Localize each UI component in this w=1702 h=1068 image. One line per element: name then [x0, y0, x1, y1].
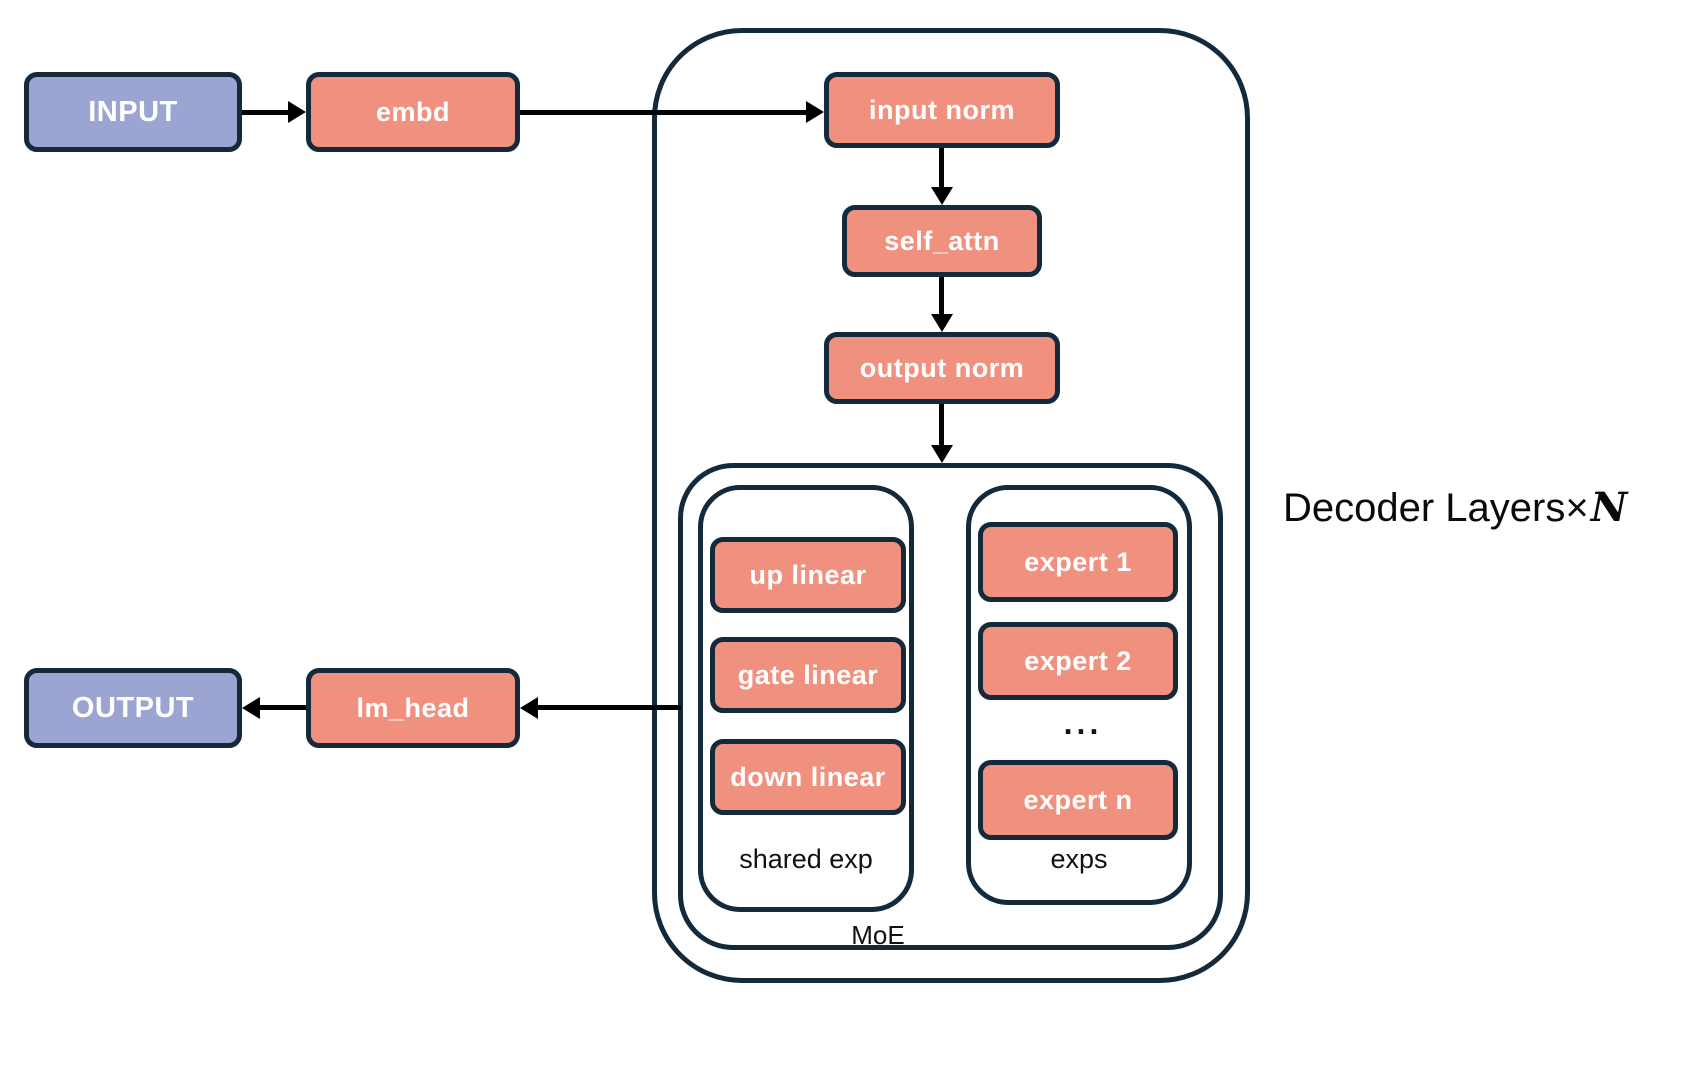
decoder-layers-container — [652, 28, 1250, 983]
expert-n-node: expert n — [978, 760, 1178, 840]
moe-label: MoE — [851, 920, 905, 950]
gate-linear-node: gate linear — [710, 637, 906, 713]
arrow-self-attn-to-output-norm-head — [931, 314, 953, 332]
self-attn-node: self_attn — [842, 205, 1042, 277]
output-node: OUTPUT — [24, 668, 242, 748]
exps-label: exps — [1050, 844, 1108, 874]
arrow-input-to-embd-head — [288, 101, 306, 123]
decoder-layers-n-variable: N — [1590, 484, 1628, 531]
expert-2-node: expert 2 — [978, 622, 1178, 700]
experts-ellipsis: ... — [1063, 705, 1103, 741]
arrow-output-norm-to-moe-head — [931, 445, 953, 463]
up-linear-node: up linear — [710, 537, 906, 613]
down-linear-node: down linear — [710, 739, 906, 815]
shared-exp-container — [698, 485, 914, 912]
shared-exp-label: shared exp — [739, 844, 873, 874]
arrow-embd-to-input-norm-head — [806, 101, 824, 123]
lm-head-node: lm_head — [306, 668, 520, 748]
input-norm-node: input norm — [824, 72, 1060, 148]
decoder-layers-label-text: Decoder Layers× — [1283, 486, 1589, 530]
arrow-moe-to-lm-head-head — [520, 697, 538, 719]
arrow-input-to-embd-shaft — [242, 110, 288, 115]
arrow-output-norm-to-moe-shaft — [939, 404, 944, 445]
arrow-input-norm-to-self-attn-shaft — [939, 148, 944, 187]
arrow-embd-to-input-norm-shaft — [520, 110, 806, 115]
expert-1-node: expert 1 — [978, 522, 1178, 602]
arrow-lm-head-to-output-head — [242, 697, 260, 719]
arrow-lm-head-to-output-shaft — [260, 705, 306, 710]
arrow-self-attn-to-output-norm-shaft — [939, 277, 944, 314]
exps-container — [966, 485, 1192, 905]
arrow-moe-to-lm-head-shaft — [538, 705, 681, 710]
embd-node: embd — [306, 72, 520, 152]
decoder-layers-label: Decoder Layers×N — [1283, 484, 1683, 531]
input-node: INPUT — [24, 72, 242, 152]
arrow-input-norm-to-self-attn-head — [931, 187, 953, 205]
output-norm-node: output norm — [824, 332, 1060, 404]
